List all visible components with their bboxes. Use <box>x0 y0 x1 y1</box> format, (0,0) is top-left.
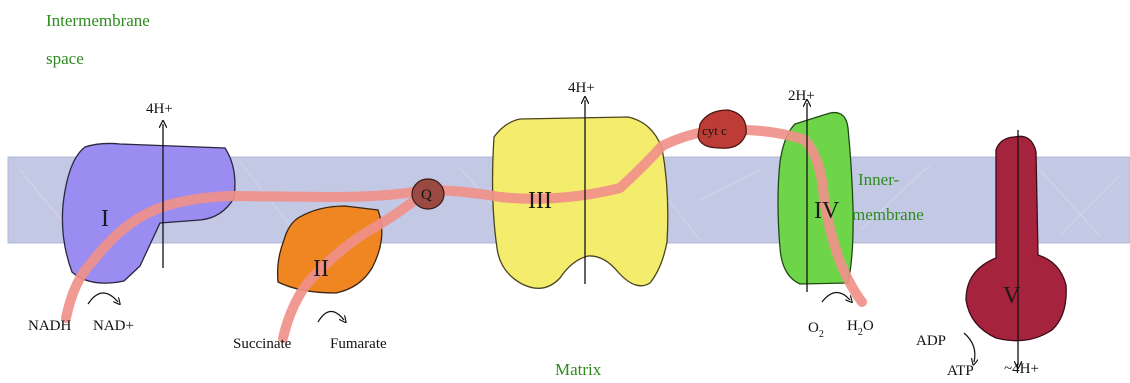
atp-label: ATP <box>947 363 974 379</box>
oxygen-label: O2 <box>808 320 824 340</box>
inner-membrane-label-line2: membrane <box>852 205 924 224</box>
complex-v-label: V <box>1003 283 1021 309</box>
succinate-reaction-arrow <box>318 311 344 322</box>
water-label: H2O <box>847 318 874 338</box>
fumarate-label: Fumarate <box>330 336 387 352</box>
complex-ii-label: II <box>313 256 329 282</box>
oxygen-reaction-arrow <box>822 292 850 302</box>
nad-label: NAD+ <box>93 318 134 334</box>
complex-iv-label: IV <box>814 198 840 224</box>
matrix-label: Matrix <box>555 360 602 379</box>
complex-i-label: I <box>101 206 109 232</box>
nadh-label: NADH <box>28 318 71 334</box>
proton-label-v: ~4H+ <box>1004 361 1039 377</box>
quinone-label: Q <box>421 187 432 203</box>
proton-label-iv: 2H+ <box>788 88 815 104</box>
intermembrane-label-line1: Intermembrane <box>46 11 150 30</box>
intermembrane-label-line2: space <box>46 49 84 68</box>
proton-label-i: 4H+ <box>146 101 173 117</box>
proton-label-iii: 4H+ <box>568 80 595 96</box>
adp-label: ADP <box>916 333 946 349</box>
succinate-label: Succinate <box>233 336 292 352</box>
adp-reaction-arrow <box>964 333 975 362</box>
complex-iii-label: III <box>528 188 552 214</box>
nadh-reaction-arrow <box>88 293 118 304</box>
cyt-c-label: cyt c <box>702 123 727 138</box>
inner-membrane-label-line1: Inner- <box>858 170 900 189</box>
